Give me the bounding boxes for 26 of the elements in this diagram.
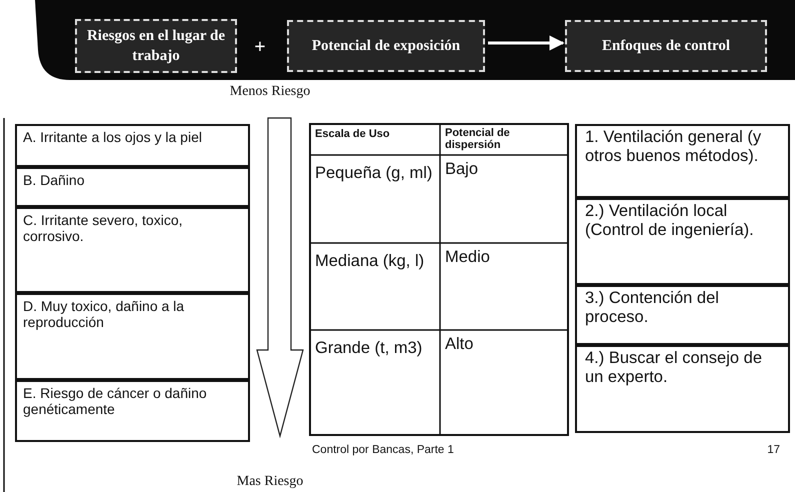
scale-label: Mas Riesgo — [236, 474, 304, 490]
page-number: 17 — [766, 444, 780, 456]
hazard-box: D. Muy toxico, dañino a la reproducción — [15, 293, 250, 380]
category-box: Potencial de exposición — [287, 20, 485, 72]
footer-text: Control por Bancas, Parte 1 — [312, 444, 455, 456]
table-cell-text: Grande (t, m3) — [315, 338, 424, 359]
table-cell-text: Alto — [445, 335, 474, 354]
control-box: 1. Ventilación general (y otros buenos métodos). — [575, 124, 790, 198]
hazard-box: E. Riesgo de cáncer o dañino genéticamente — [15, 380, 250, 442]
control-box: 3.) Contención del proceso. — [575, 285, 790, 345]
control-box: 4.) Buscar el consejo de un experto. — [575, 345, 790, 433]
category-box: Enfoques de control — [565, 20, 767, 72]
table-cell-text: Bajo — [445, 160, 480, 179]
arrow — [488, 36, 564, 50]
control-box: 2.) Ventilación local (Control de ingeniería). — [575, 198, 790, 285]
table-header: Escala de Uso — [315, 128, 391, 140]
category-box: Riesgos en el lugar de trabajo — [75, 19, 237, 73]
plus-sign: + — [253, 36, 267, 59]
table-cell-text: Mediana (kg, l) — [315, 251, 426, 272]
hazard-box: C. Irritante severo, toxico, corrosivo. — [15, 207, 250, 293]
hazard-box: B. Dañino — [15, 167, 250, 207]
hazard-box: A. Irritante a los ojos y la piel — [15, 124, 250, 167]
scale-label: Menos Riesgo — [228, 84, 312, 100]
table-header: Potencial de dispersión — [445, 128, 511, 152]
table-cell-text: Pequeña (g, ml) — [315, 163, 434, 184]
table-cell-text: Medio — [445, 248, 491, 267]
